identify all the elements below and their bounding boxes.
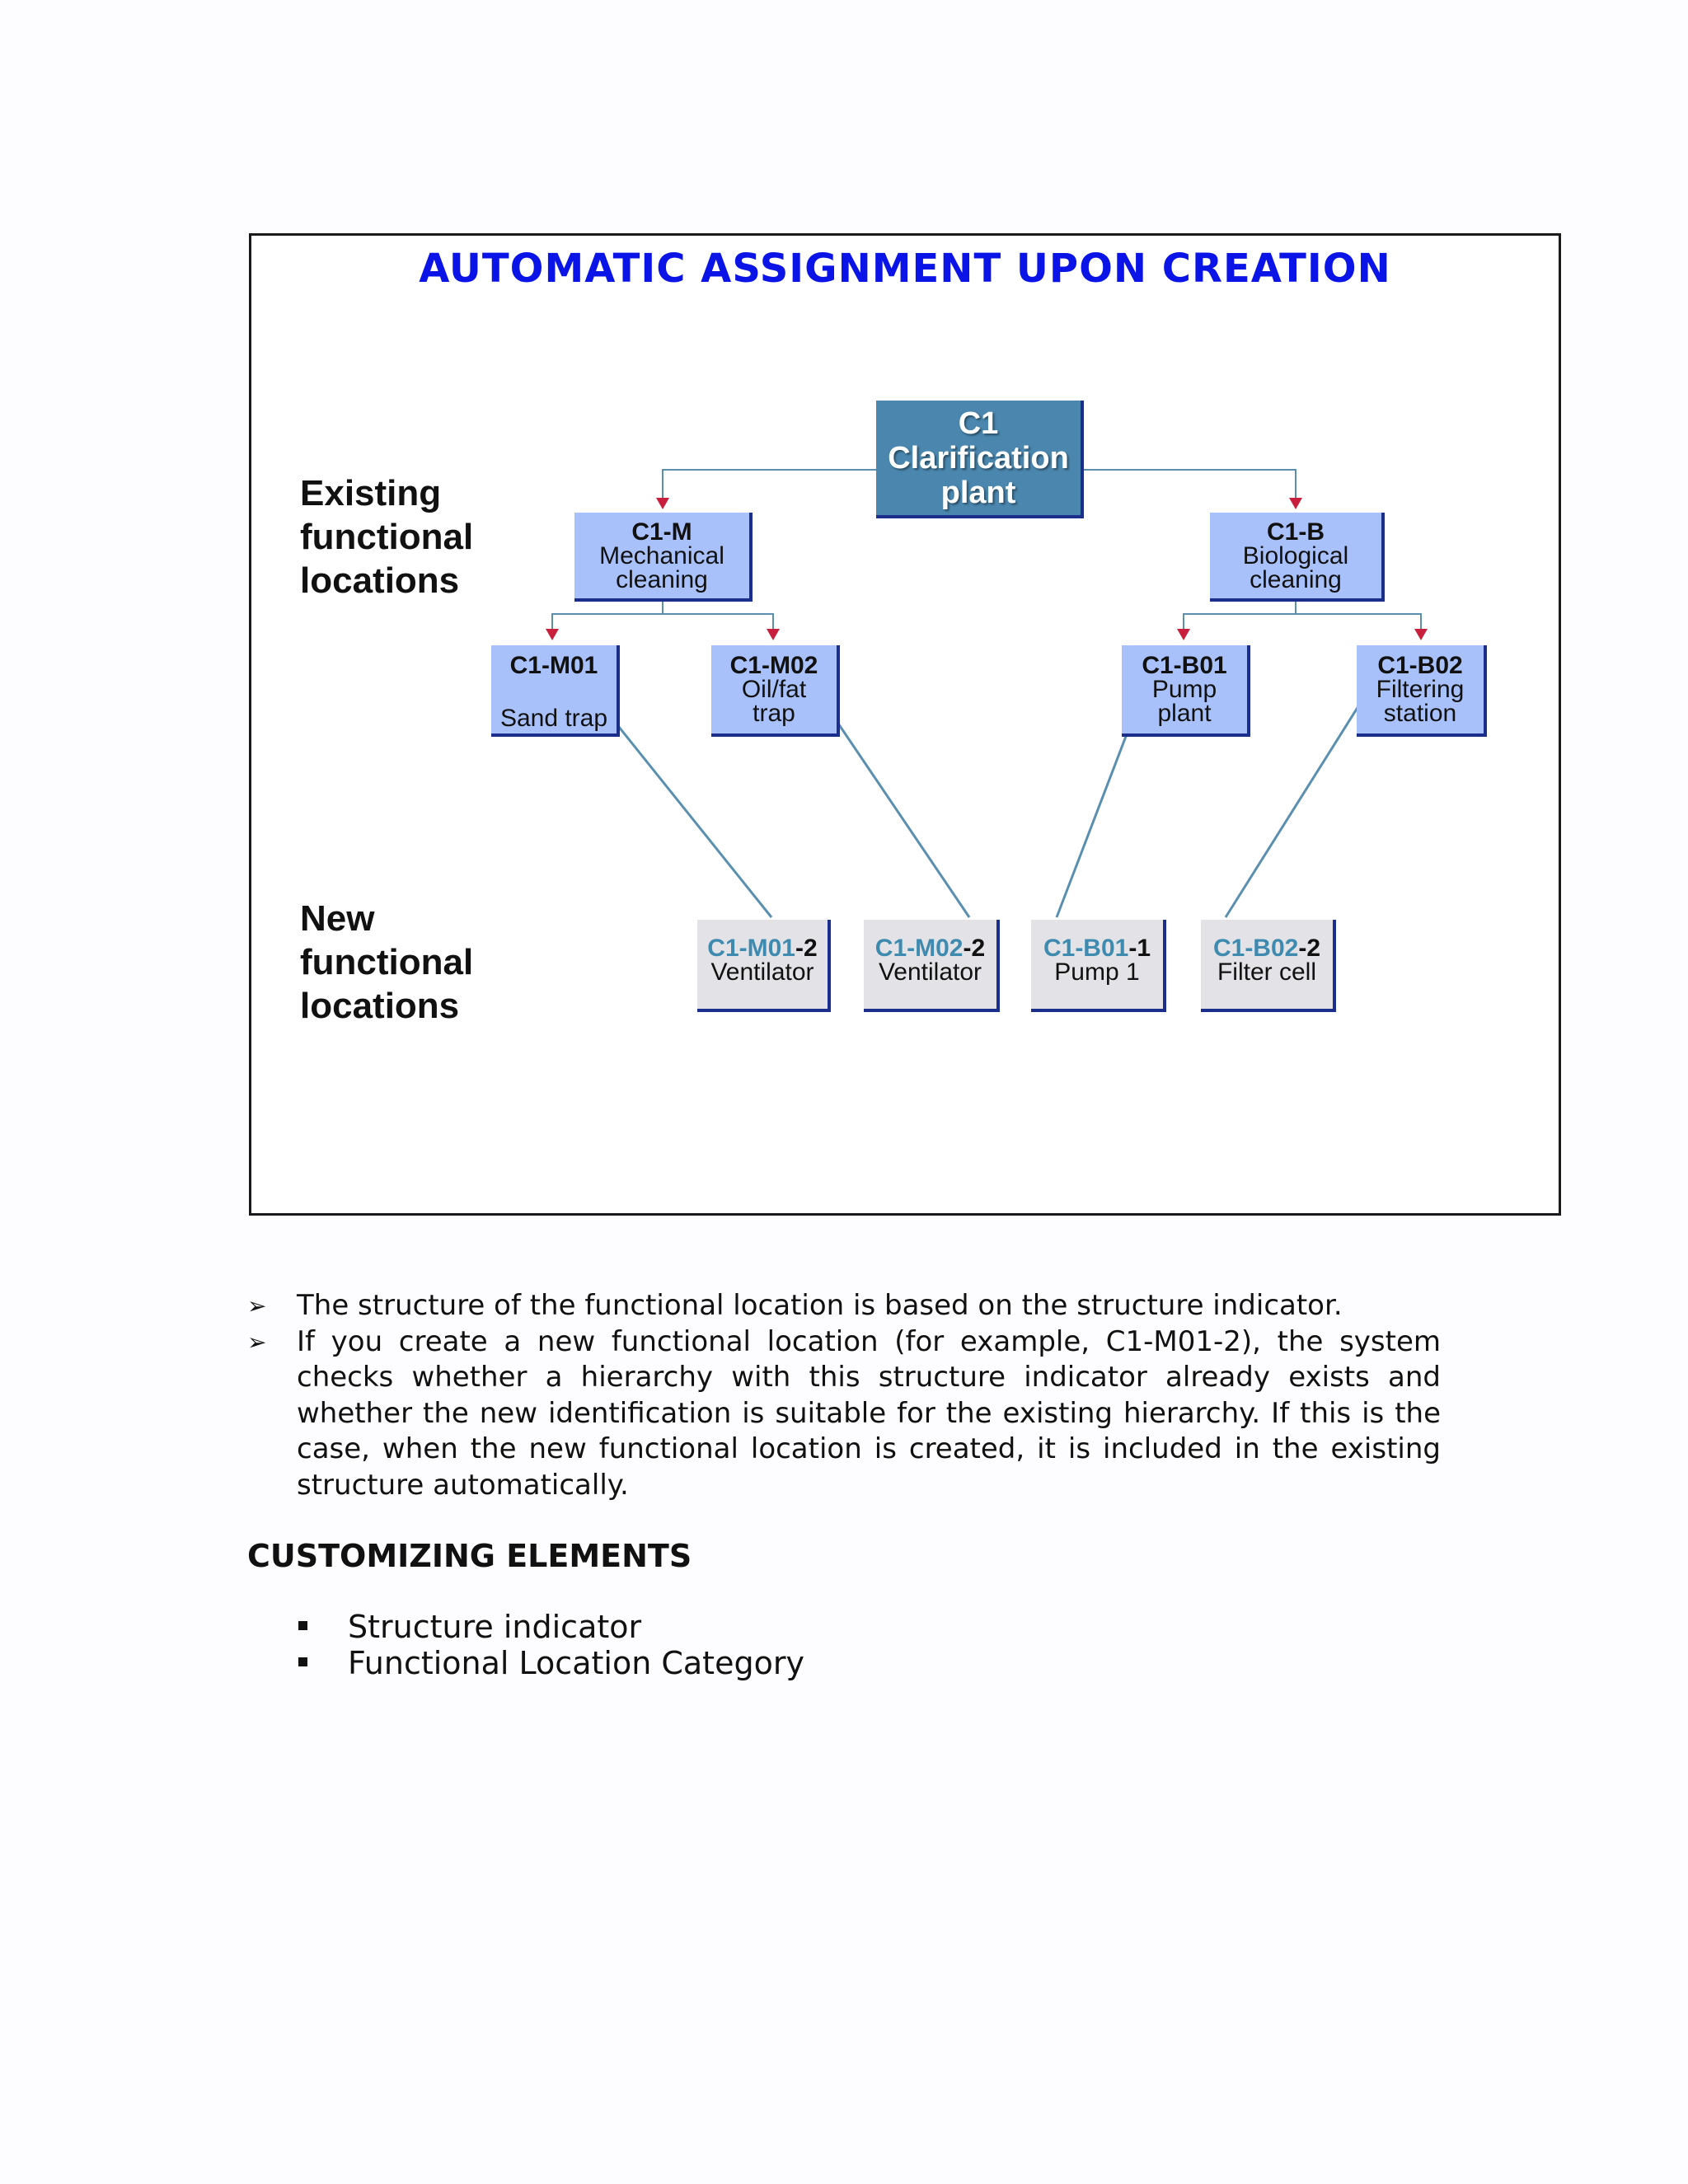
square-bullet-icon <box>298 1621 307 1630</box>
customizing-item: Functional Location Category <box>297 1645 804 1681</box>
bullet-list: ➢ The structure of the functional locati… <box>247 1288 1441 1503</box>
arrow-bullet-icon: ➢ <box>247 1292 267 1319</box>
diagram-title: AUTOMATIC ASSIGNMENT UPON CREATION <box>419 246 1391 292</box>
node-c1b01[interactable]: C1-B01 Pump plant <box>1122 645 1250 737</box>
bullet-item: ➢ If you create a new functional locatio… <box>247 1324 1441 1502</box>
new-node-c1b02-2[interactable]: C1-B02-2 Filter cell <box>1201 920 1336 1012</box>
label-new-locations: New functional locations <box>300 898 474 1026</box>
node-c1b[interactable]: C1-B Biological cleaning <box>1210 513 1385 602</box>
customizing-heading: CUSTOMIZING ELEMENTS <box>247 1538 692 1574</box>
bullet-item: ➢ The structure of the functional locati… <box>247 1288 1441 1324</box>
node-c1m01[interactable]: C1-M01 Sand trap <box>491 645 620 737</box>
new-node-c1b01-1[interactable]: C1-B01-1 Pump 1 <box>1031 920 1166 1012</box>
customizing-list: Structure indicator Functional Location … <box>297 1609 804 1681</box>
node-c1b02[interactable]: C1-B02 Filtering station <box>1357 645 1487 737</box>
new-node-c1m02-2[interactable]: C1-M02-2 Ventilator <box>864 920 1000 1012</box>
new-node-c1m01-2[interactable]: C1-M01-2 Ventilator <box>697 920 831 1012</box>
node-c1m[interactable]: C1-M Mechanical cleaning <box>574 513 753 602</box>
arrow-bullet-icon: ➢ <box>247 1328 267 1356</box>
square-bullet-icon <box>298 1657 307 1666</box>
node-root[interactable]: C1 Clarification plant <box>876 401 1084 518</box>
node-c1m02[interactable]: C1-M02 Oil/fat trap <box>711 645 840 737</box>
label-existing-locations: Existing functional locations <box>300 473 474 601</box>
customizing-item: Structure indicator <box>297 1609 804 1645</box>
